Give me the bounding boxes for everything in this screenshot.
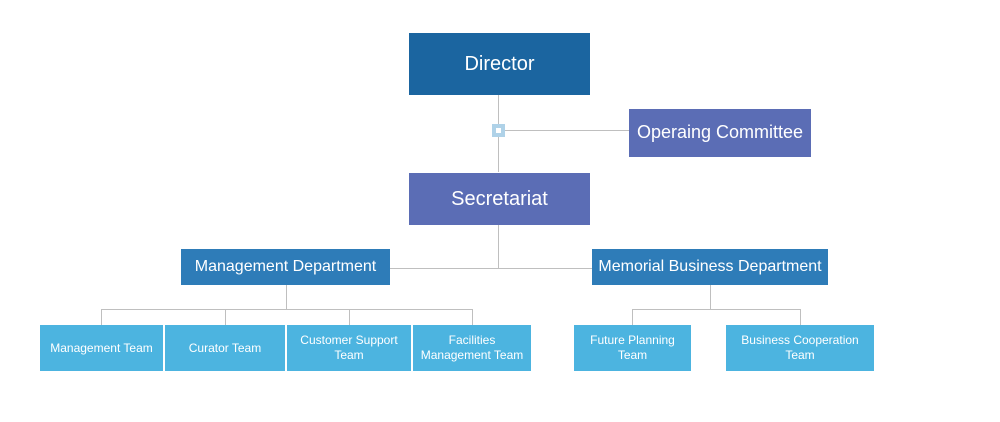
connector-team-drop-customer-support — [349, 309, 350, 325]
connector-team-drop-business-cooperation — [800, 309, 801, 325]
connector-memorial-department-drop — [710, 285, 711, 309]
connector-team-drop-facilities — [472, 309, 473, 325]
connector-selection-handle[interactable] — [492, 124, 505, 137]
connector-team-drop-management — [101, 309, 102, 325]
connector-department-bar — [286, 268, 712, 269]
node-secretariat[interactable]: Secretariat — [409, 173, 590, 225]
connector-director-to-operating-committee — [504, 130, 630, 131]
node-customer-support-team[interactable]: Customer Support Team — [287, 325, 411, 371]
node-memorial-business-department[interactable]: Memorial Business Department — [592, 249, 828, 285]
node-director[interactable]: Director — [409, 33, 590, 95]
node-operating-committee[interactable]: Operaing Committee — [629, 109, 811, 157]
node-management-team[interactable]: Management Team — [40, 325, 163, 371]
node-future-planning-team[interactable]: Future Planning Team — [574, 325, 691, 371]
connector-left-team-bar — [101, 309, 473, 310]
connector-team-drop-curator — [225, 309, 226, 325]
node-business-cooperation-team[interactable]: Business Cooperation Team — [726, 325, 874, 371]
node-facilities-management-team[interactable]: Facilities Management Team — [413, 325, 531, 371]
connector-team-drop-future-planning — [632, 309, 633, 325]
connector-management-department-drop — [286, 285, 287, 309]
connector-right-team-bar — [632, 309, 800, 310]
node-management-department[interactable]: Management Department — [181, 249, 390, 285]
node-curator-team[interactable]: Curator Team — [165, 325, 285, 371]
connector-secretariat-drop — [498, 225, 499, 269]
